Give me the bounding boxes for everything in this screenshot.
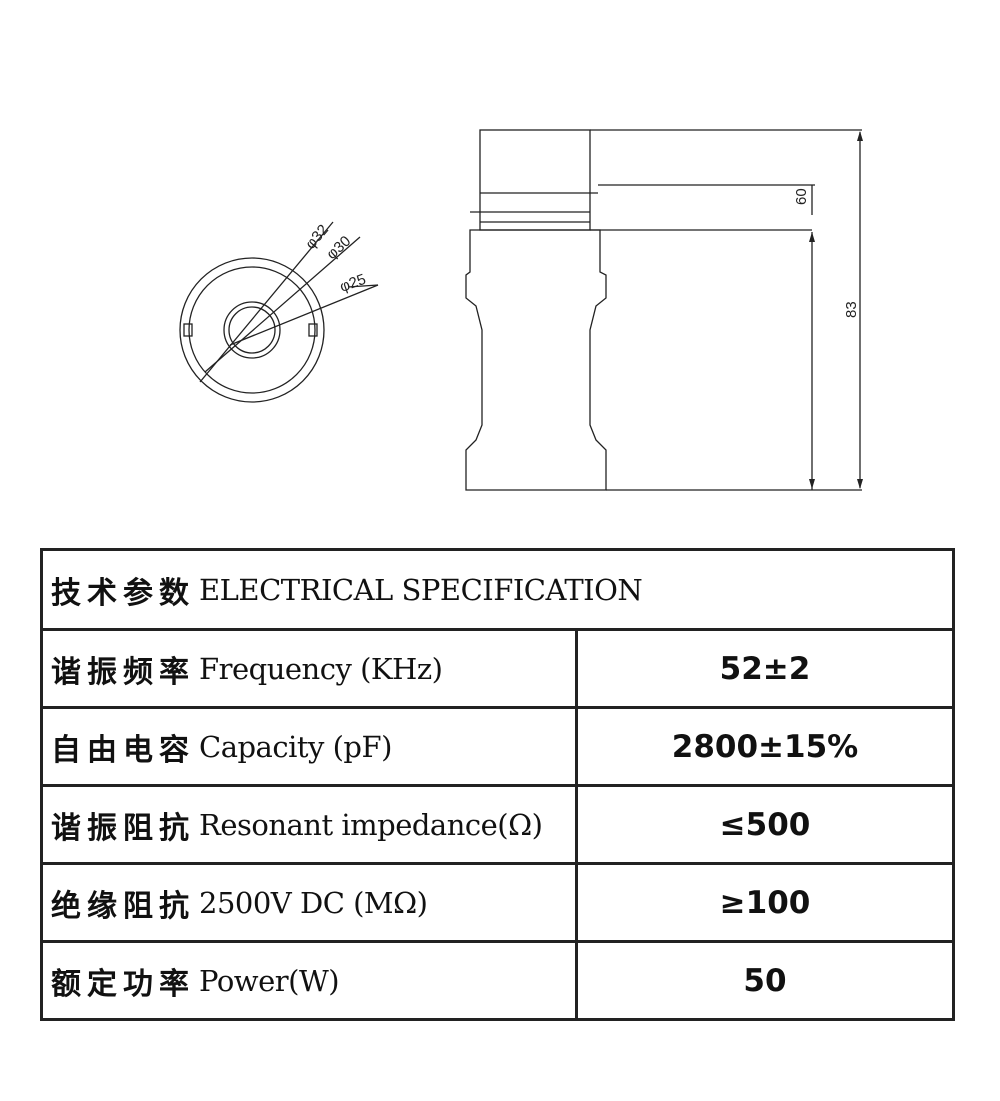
row-value: 2800±15% xyxy=(671,728,859,765)
row-value: 50 xyxy=(743,962,787,999)
row-label-cn: 谐振频率 xyxy=(51,654,195,690)
arrow-83-bottom xyxy=(857,479,863,489)
header-en: ELECTRICAL SPECIFICATION xyxy=(199,572,643,607)
row-label-cn: 绝缘阻抗 xyxy=(51,888,195,924)
inner-circle-25 xyxy=(223,301,281,359)
outer-circle-32 xyxy=(179,257,325,403)
body-outline xyxy=(465,229,607,491)
row-label-cell: 额定功率 Power(W) xyxy=(43,943,578,1018)
table-row: 额定功率 Power(W) 50 xyxy=(43,940,952,1018)
left-tab xyxy=(183,323,193,337)
table-row: 绝缘阻抗 2500V DC (MΩ) ≥100 xyxy=(43,862,952,940)
drawing-canvas: φ32 φ30 φ25 60 83 xyxy=(179,129,863,491)
row-label-cn: 自由电容 xyxy=(51,732,195,768)
row-value: ≤500 xyxy=(719,806,811,843)
row-label-cell: 谐振频率 Frequency (KHz) xyxy=(43,631,578,706)
row-label-cn: 谐振阻抗 xyxy=(51,810,195,846)
arrow-60-bottom xyxy=(809,479,815,489)
row-label-en: Frequency (KHz) xyxy=(199,651,443,686)
leader-d32 xyxy=(199,221,334,383)
leader-d25 xyxy=(229,284,379,346)
row-label-en: 2500V DC (MΩ) xyxy=(199,885,428,920)
label-dim60: 60 xyxy=(793,188,810,205)
row-label-en: Resonant impedance(Ω) xyxy=(199,807,543,842)
row-label-en: Capacity (pF) xyxy=(199,729,392,764)
leader-d25-tail xyxy=(347,284,379,288)
spec-table: 技术参数 ELECTRICAL SPECIFICATION 谐振频率 Frequ… xyxy=(40,548,955,1021)
right-tab xyxy=(308,323,318,337)
row-label-cn: 额定功率 xyxy=(51,966,195,1002)
arrowheads xyxy=(809,131,863,489)
row-label-cell: 自由电容 Capacity (pF) xyxy=(43,709,578,784)
row-value: 52±2 xyxy=(719,650,811,687)
label-d25: φ25 xyxy=(338,271,369,296)
row-label-cell: 谐振阻抗 Resonant impedance(Ω) xyxy=(43,787,578,862)
circle-30 xyxy=(188,266,316,394)
side-view xyxy=(465,129,862,491)
leader-d30 xyxy=(204,236,361,373)
header-cn: 技术参数 xyxy=(51,575,195,611)
row-value: ≥100 xyxy=(719,884,811,921)
row-label-cell: 绝缘阻抗 2500V DC (MΩ) xyxy=(43,865,578,940)
bore-circle xyxy=(228,306,276,354)
technical-drawing: φ32 φ30 φ25 60 83 xyxy=(0,0,1000,530)
table-header-cell: 技术参数 ELECTRICAL SPECIFICATION xyxy=(43,551,952,628)
table-row: 自由电容 Capacity (pF) 2800±15% xyxy=(43,706,952,784)
table-row: 谐振频率 Frequency (KHz) 52±2 xyxy=(43,628,952,706)
top-block xyxy=(479,129,591,231)
table-row: 谐振阻抗 Resonant impedance(Ω) ≤500 xyxy=(43,784,952,862)
arrow-83-top xyxy=(857,131,863,141)
row-label-en: Power(W) xyxy=(199,963,340,998)
top-view xyxy=(179,221,379,403)
label-dim83: 83 xyxy=(843,301,860,318)
arrow-60-top xyxy=(809,232,815,242)
table-header-row: 技术参数 ELECTRICAL SPECIFICATION xyxy=(43,551,952,628)
